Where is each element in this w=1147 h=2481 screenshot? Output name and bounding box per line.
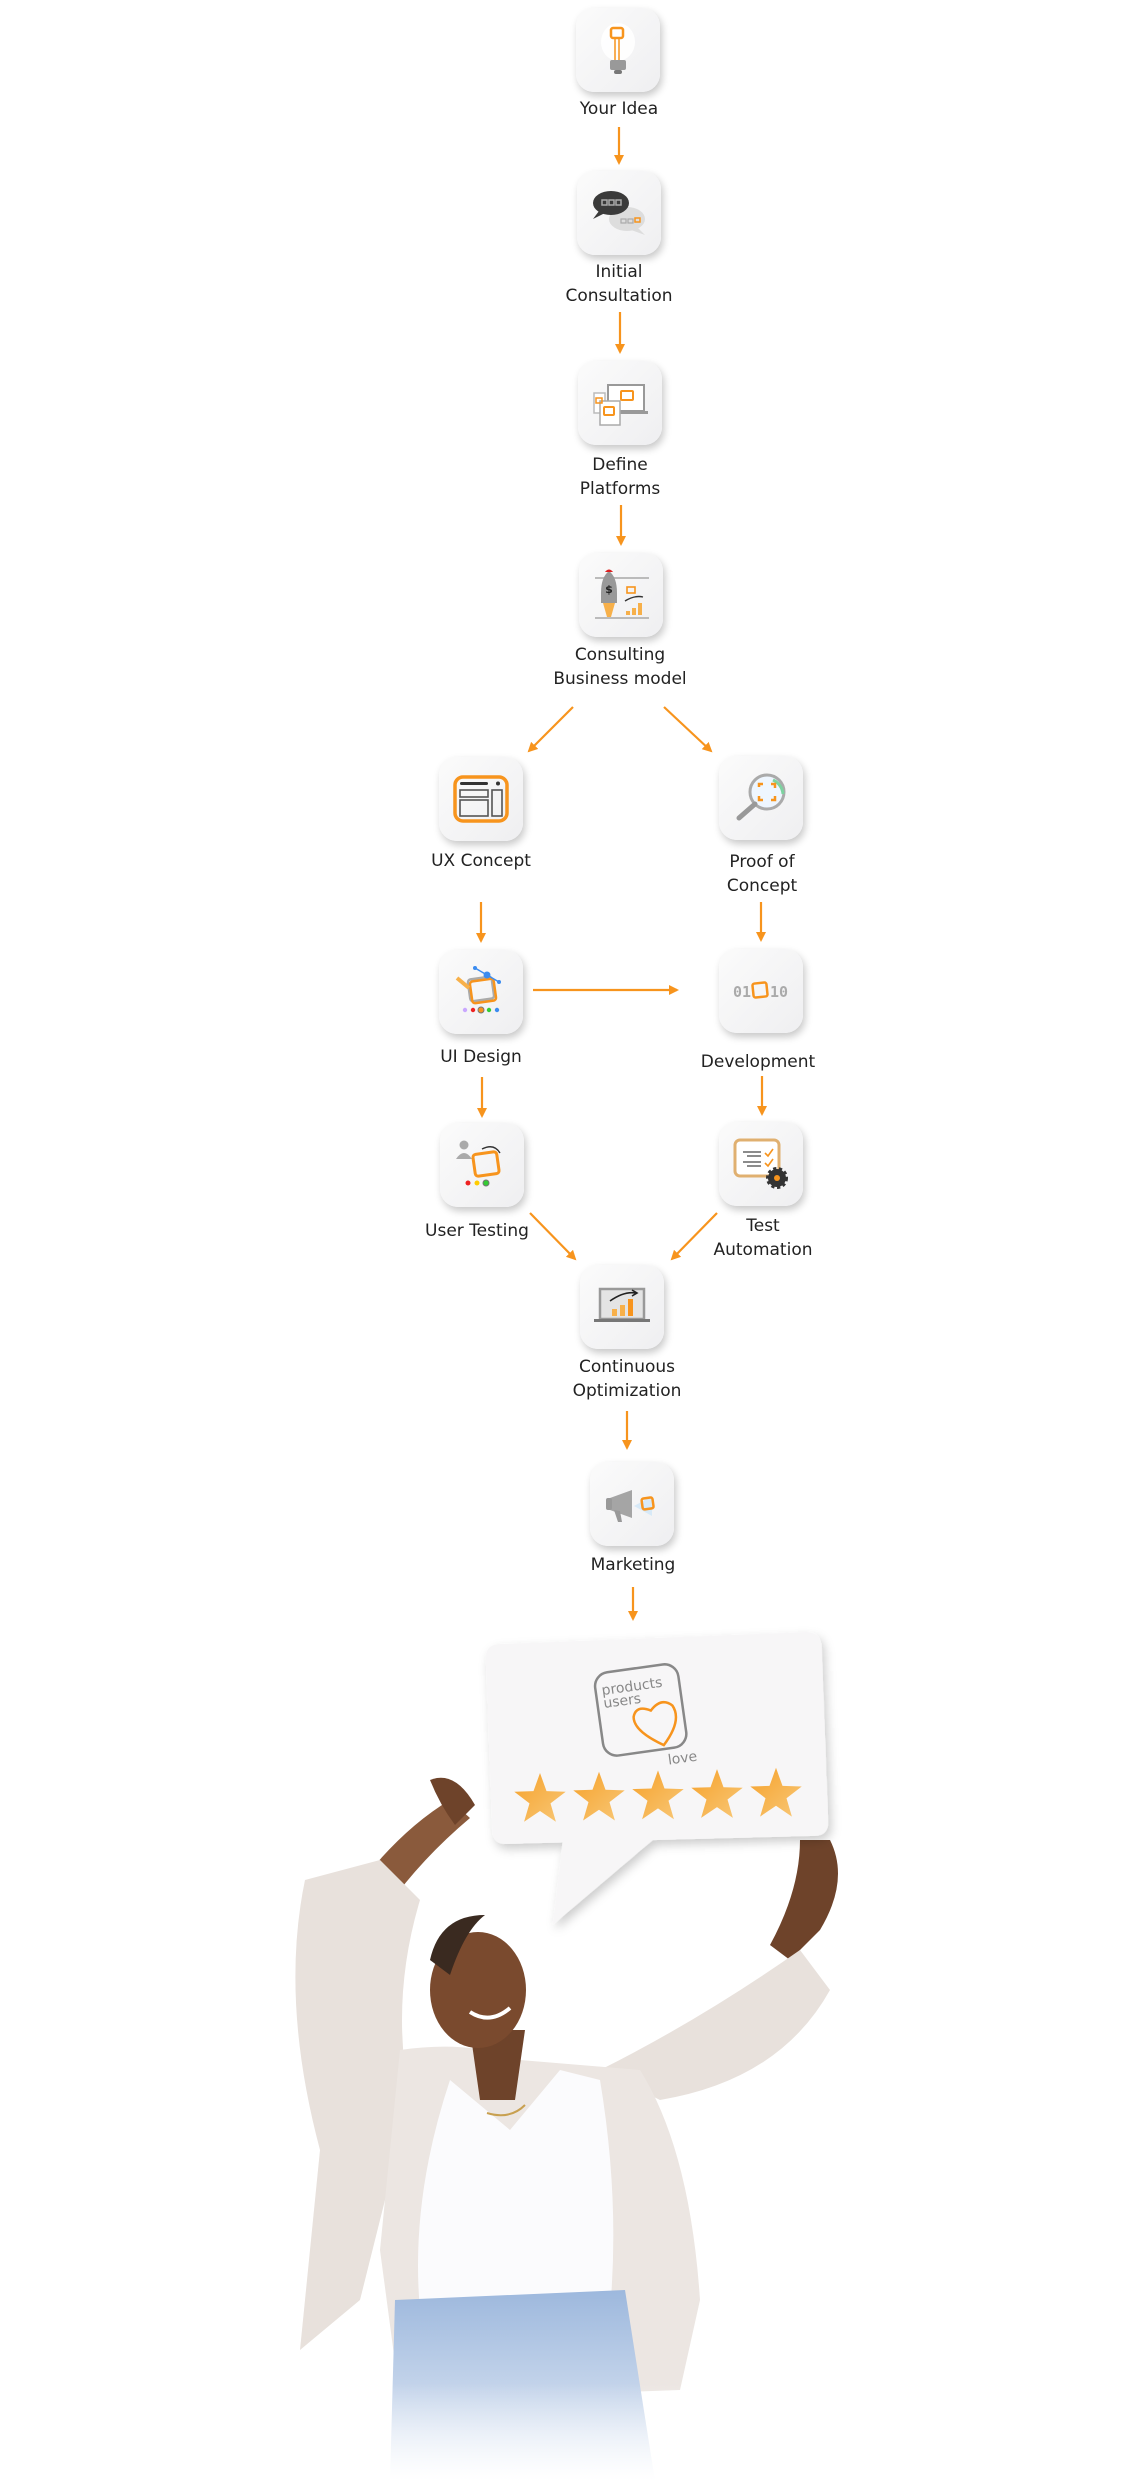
chat-bubbles-icon xyxy=(593,191,645,235)
step-your-idea-label: Your Idea xyxy=(579,99,659,119)
step-consulting-business-model: $ xyxy=(579,553,663,637)
step-proof-of-concept-label: Proof of Concept xyxy=(652,850,872,898)
label-line: Test xyxy=(746,1216,780,1236)
step-user-testing-label: User Testing xyxy=(425,1221,529,1241)
step-continuous-optimization-label: Continuous Optimization xyxy=(517,1355,737,1403)
logo-text-love: love xyxy=(667,1749,698,1769)
step-marketing xyxy=(590,1462,674,1546)
step-ui-design xyxy=(439,950,523,1034)
step-proof-of-concept xyxy=(719,756,803,840)
step-development: 01 10 xyxy=(719,949,803,1033)
checklist-gear-icon xyxy=(733,1138,788,1189)
step-your-idea xyxy=(576,8,660,92)
svg-text:$: $ xyxy=(605,583,613,596)
step-continuous-optimization xyxy=(580,1265,664,1349)
step-user-testing xyxy=(440,1123,524,1207)
arrow-automation-to-optimization xyxy=(670,1212,718,1261)
step-define-platforms-label: Define Platforms xyxy=(510,453,730,501)
step-marketing-label: Marketing xyxy=(590,1555,676,1575)
arrow-business-to-poc xyxy=(663,706,713,753)
flow-arrows xyxy=(476,127,767,1621)
step-development-label: Development xyxy=(700,1052,816,1072)
label-line: Concept xyxy=(726,876,798,896)
lightbulb-icon xyxy=(601,23,635,74)
magnifier-icon xyxy=(736,773,786,821)
label-line: Initial xyxy=(595,262,643,282)
star-icon xyxy=(573,1771,625,1821)
step-define-platforms xyxy=(578,361,662,445)
megaphone-icon xyxy=(606,1490,655,1522)
code-right: 10 xyxy=(770,983,788,1001)
star-rating xyxy=(514,1767,802,1822)
label-line: Optimization xyxy=(572,1381,682,1401)
logo-text-users: users xyxy=(602,1691,642,1712)
arrow-business-to-ux xyxy=(527,706,574,753)
laptop-chart-icon xyxy=(594,1287,650,1322)
step-initial-consultation-label: Initial Consultation xyxy=(509,260,729,308)
label-line: Business model xyxy=(553,669,687,689)
rating-sign: products users love xyxy=(485,1632,829,1925)
binary-code-icon: 01 10 xyxy=(733,981,788,1001)
label-line: Continuous xyxy=(578,1357,675,1377)
star-icon xyxy=(632,1770,684,1820)
arrow-testing-to-optimization xyxy=(529,1212,577,1261)
devices-icon xyxy=(593,384,648,426)
step-test-automation-label: Test Automation xyxy=(653,1214,873,1262)
star-icon xyxy=(691,1769,743,1818)
design-pen-icon xyxy=(455,966,501,1014)
label-line: Automation xyxy=(713,1240,813,1260)
label-line: Consulting xyxy=(574,645,666,665)
label-line: Consultation xyxy=(565,286,673,306)
code-left: 01 xyxy=(733,983,751,1001)
step-test-automation xyxy=(719,1122,803,1206)
step-consulting-business-model-label: Consulting Business model xyxy=(510,643,730,691)
layout-icon xyxy=(453,775,509,823)
step-ui-design-label: UI Design xyxy=(440,1047,522,1067)
label-line: Platforms xyxy=(579,479,661,499)
label-line: Proof of xyxy=(729,852,795,872)
user-test-icon xyxy=(456,1140,501,1187)
rocket-chart-icon: $ xyxy=(595,569,649,619)
step-ux-concept-label: UX Concept xyxy=(431,851,531,871)
step-initial-consultation xyxy=(577,171,661,255)
label-line: Define xyxy=(592,455,648,475)
star-icon xyxy=(514,1773,566,1822)
star-icon xyxy=(750,1767,802,1817)
step-ux-concept xyxy=(439,757,523,841)
